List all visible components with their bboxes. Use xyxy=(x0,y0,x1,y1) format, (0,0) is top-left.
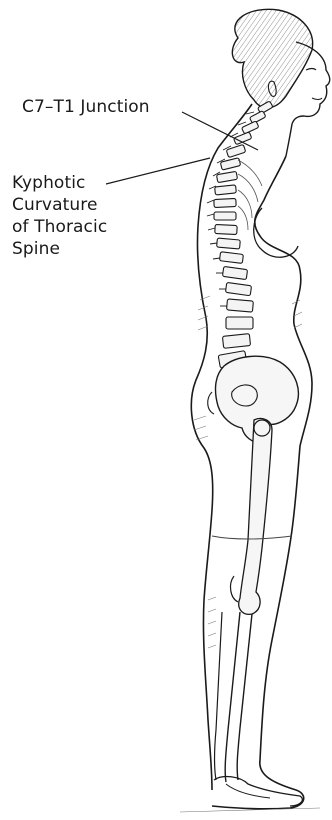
kyphotic-label-line-4: Spine xyxy=(12,238,122,260)
femur xyxy=(239,418,272,614)
c7-t1-junction-label: C7–T1 Junction xyxy=(22,96,150,118)
kyphotic-label-line-1: Kyphotic xyxy=(12,172,122,194)
foot xyxy=(214,777,302,806)
kyphotic-label-line-3: of Thoracic xyxy=(12,216,122,238)
kyphotic-curvature-label: Kyphotic Curvature of Thoracic Spine xyxy=(12,172,122,260)
kyphotic-label-line-2: Curvature xyxy=(12,194,122,216)
fibula xyxy=(215,612,223,780)
hair xyxy=(232,9,312,108)
